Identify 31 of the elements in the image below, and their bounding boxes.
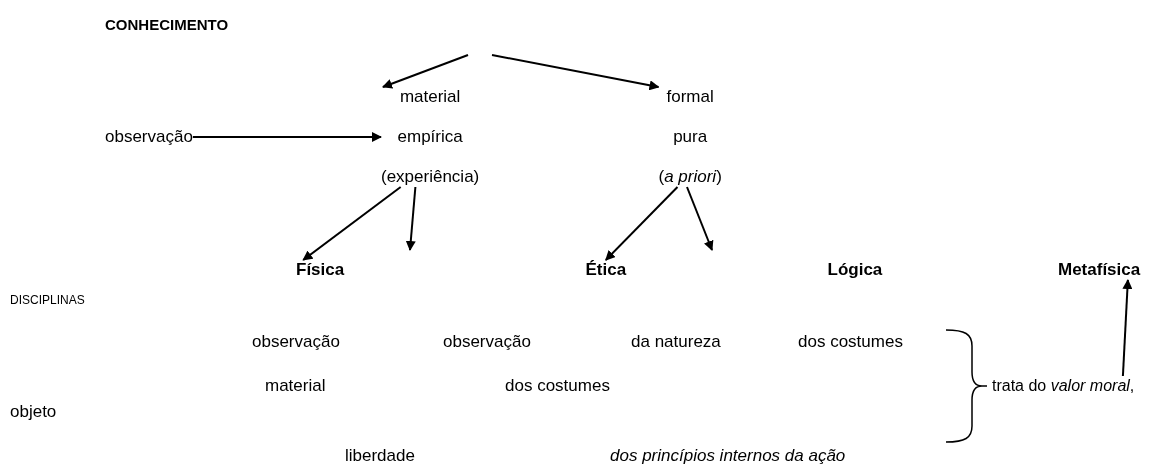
object-text: da natureza [631, 332, 721, 352]
concept-text: material [399, 87, 461, 107]
row-label: objeto [10, 402, 57, 422]
concept-text: formal [666, 87, 714, 107]
arrow [191, 132, 382, 142]
concept-text: empírica [397, 127, 463, 147]
concept-text: (experiência) [381, 167, 480, 187]
object-text: observação [252, 332, 340, 352]
discipline-heading: Física [296, 260, 345, 280]
note-text: trata do valor moral, [992, 376, 1135, 396]
arrow [381, 54, 469, 89]
arrow [302, 186, 402, 261]
concept-text: pura [673, 127, 708, 147]
arrow [686, 186, 714, 251]
object-text: material [265, 376, 326, 396]
arrow [405, 186, 417, 251]
row-label: DISCIPLINAS [10, 292, 85, 309]
object-text: dos costumes [798, 332, 903, 352]
object-text: dos princípios internos da ação [610, 446, 846, 466]
concept-text: observação [105, 127, 193, 147]
arrow [491, 54, 660, 91]
discipline-heading: Ética [585, 260, 627, 280]
object-text: observação [443, 332, 531, 352]
arrow [604, 186, 679, 261]
heading: CONHECIMENTO [105, 15, 229, 35]
arrow [1121, 279, 1133, 377]
object-text: liberdade [345, 446, 415, 466]
discipline-heading: Metafísica [1058, 260, 1141, 280]
discipline-heading: Lógica [827, 260, 883, 280]
object-text: dos costumes [505, 376, 610, 396]
concept-text: (a priori) [658, 167, 722, 187]
